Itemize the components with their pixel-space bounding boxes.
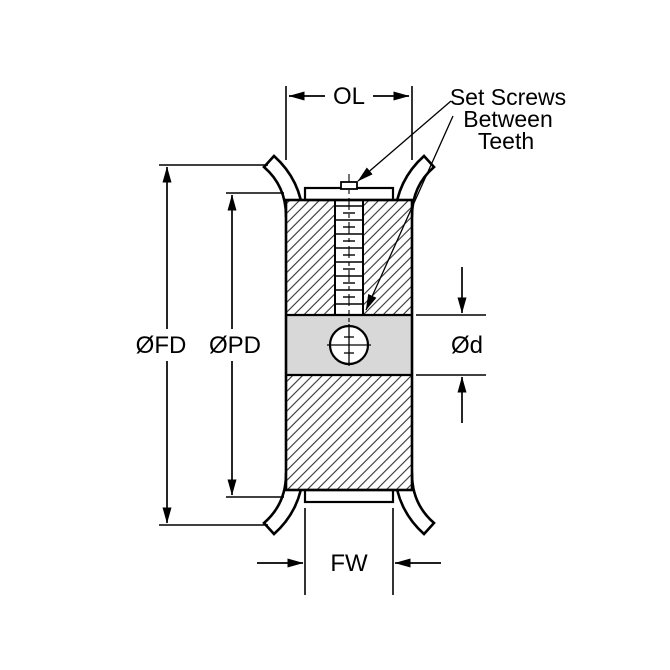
annotation-set-screws: Set Screws Between Teeth bbox=[357, 84, 566, 311]
set-screw-channel bbox=[334, 174, 364, 322]
dimension-ol: OL bbox=[285, 83, 413, 160]
label-bore: Ød bbox=[451, 332, 483, 359]
pulley-part bbox=[262, 154, 436, 536]
label-pd: ØPD bbox=[209, 332, 261, 359]
hatch-lower bbox=[286, 375, 412, 490]
leader-arrow-top-screw bbox=[357, 100, 452, 182]
label-ol: OL bbox=[333, 83, 365, 110]
dimension-pd: ØPD bbox=[209, 192, 284, 498]
label-fw: FW bbox=[330, 550, 368, 577]
dimension-bore: Ød bbox=[416, 267, 486, 423]
dimension-fw: FW bbox=[257, 508, 441, 595]
cross-section-hatching bbox=[286, 200, 412, 490]
tooth-surface-bottom bbox=[303, 488, 395, 504]
set-screw-opening bbox=[340, 181, 358, 190]
set-screw-hole bbox=[327, 324, 371, 366]
label-fd: ØFD bbox=[136, 332, 187, 359]
annotation-line-1: Set Screws bbox=[450, 84, 566, 110]
annotation-line-2: Between bbox=[463, 106, 553, 132]
annotation-line-3: Teeth bbox=[478, 128, 534, 154]
hatch-upper-right bbox=[363, 200, 412, 315]
hatch-upper-left bbox=[286, 200, 335, 315]
dimension-fd: ØFD bbox=[136, 164, 268, 526]
leader-arrow-center-screw bbox=[365, 115, 454, 311]
